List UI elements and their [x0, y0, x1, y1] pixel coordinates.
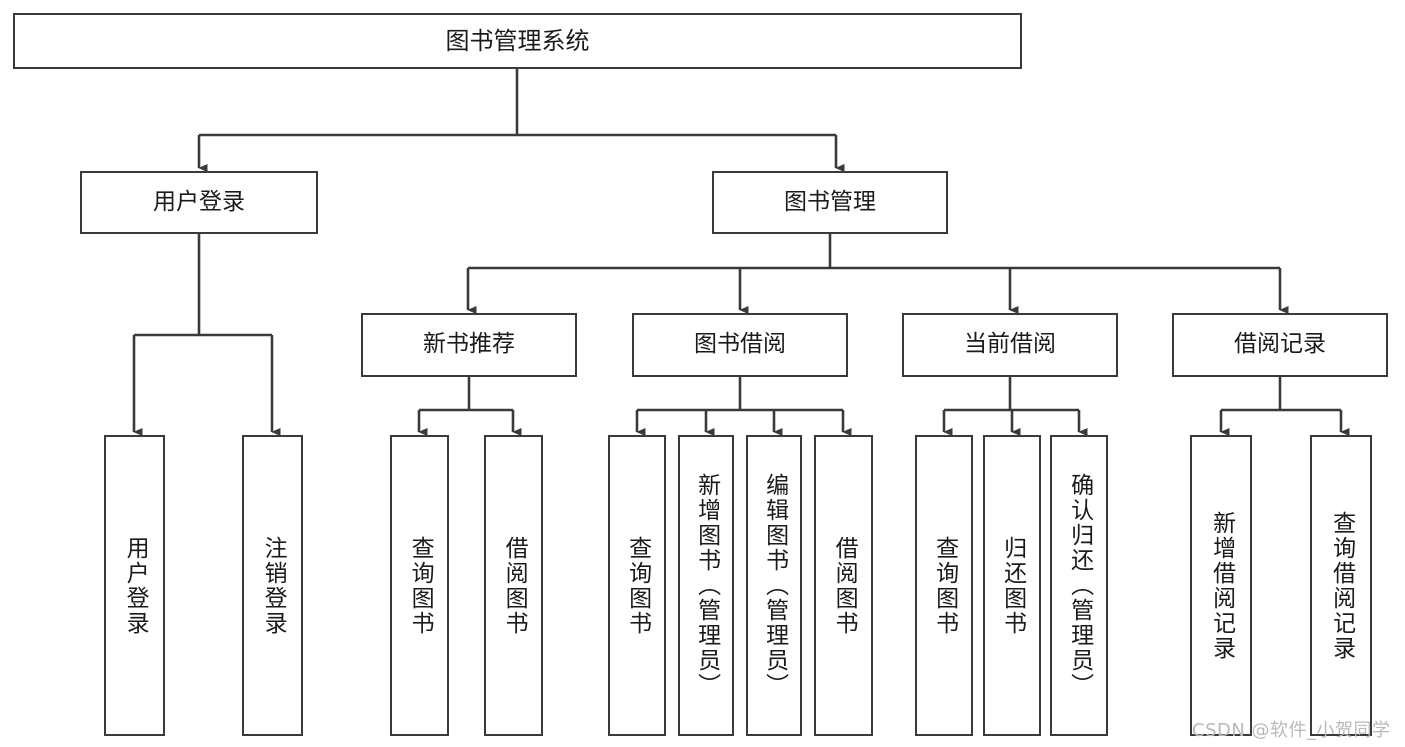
node-label: 新增图书（管理员）: [693, 473, 720, 698]
node-label: 新增借阅记录: [1208, 510, 1235, 661]
node-label: 查询图书: [407, 535, 434, 636]
node-leaf-logout[interactable]: 注销登录: [242, 435, 303, 736]
edge-bookborrow-to-leaves: [635, 377, 852, 437]
node-leaf-borrow-book-recommend[interactable]: 借阅图书: [484, 435, 543, 736]
node-label: 用户登录: [122, 535, 149, 636]
node-label: 借阅图书: [501, 535, 528, 636]
node-label: 图书借阅: [694, 331, 786, 358]
node-label: 查询借阅记录: [1328, 510, 1355, 661]
node-leaf-query-book-borrow[interactable]: 查询图书: [608, 435, 666, 736]
node-label: 当前借阅: [964, 331, 1056, 358]
node-leaf-borrow-book[interactable]: 借阅图书: [814, 435, 873, 736]
node-label: 编辑图书（管理员）: [761, 473, 788, 698]
edge-bookmanage-to-level2: [466, 234, 1289, 315]
node-current-borrow[interactable]: 当前借阅: [902, 313, 1118, 377]
node-leaf-add-borrow-record[interactable]: 新增借阅记录: [1190, 435, 1252, 736]
node-label: 确认归还（管理员）: [1066, 473, 1093, 698]
node-label: 注销登录: [260, 535, 287, 636]
csdn-watermark: CSDN @软件_小贺同学: [1192, 720, 1391, 741]
node-label: 借阅图书: [831, 535, 858, 636]
node-user-login[interactable]: 用户登录: [80, 171, 318, 234]
node-label: 新书推荐: [423, 331, 515, 358]
node-label: 图书管理系统: [445, 26, 590, 55]
node-leaf-add-book[interactable]: 新增图书（管理员）: [678, 435, 734, 736]
node-leaf-query-borrow-record[interactable]: 查询借阅记录: [1310, 435, 1372, 736]
node-leaf-query-book-recommend[interactable]: 查询图书: [390, 435, 449, 736]
edge-borrowrecord-to-leaves: [1219, 377, 1350, 437]
node-leaf-query-book-current[interactable]: 查询图书: [915, 435, 973, 736]
node-new-book-recommend[interactable]: 新书推荐: [361, 313, 577, 377]
node-label: 归还图书: [999, 535, 1026, 636]
edge-userlogin-to-leaves: [132, 234, 281, 437]
node-borrow-record[interactable]: 借阅记录: [1172, 313, 1388, 377]
node-leaf-return-book[interactable]: 归还图书: [983, 435, 1041, 736]
node-book-borrow[interactable]: 图书借阅: [632, 313, 848, 377]
node-leaf-user-login[interactable]: 用户登录: [104, 435, 165, 736]
node-leaf-edit-book[interactable]: 编辑图书（管理员）: [746, 435, 802, 736]
edge-root-to-level1: [197, 69, 845, 173]
node-label: 借阅记录: [1234, 331, 1326, 358]
edge-newbook-to-leaves: [417, 377, 522, 437]
node-label: 用户登录: [153, 188, 245, 215]
node-label: 查询图书: [624, 535, 651, 636]
node-root-system[interactable]: 图书管理系统: [13, 13, 1022, 69]
edge-currentborrow-to-leaves: [942, 377, 1088, 437]
node-leaf-confirm-return[interactable]: 确认归还（管理员）: [1050, 435, 1108, 736]
node-label: 查询图书: [931, 535, 958, 636]
node-book-manage[interactable]: 图书管理: [712, 171, 948, 234]
node-label: 图书管理: [784, 188, 876, 215]
